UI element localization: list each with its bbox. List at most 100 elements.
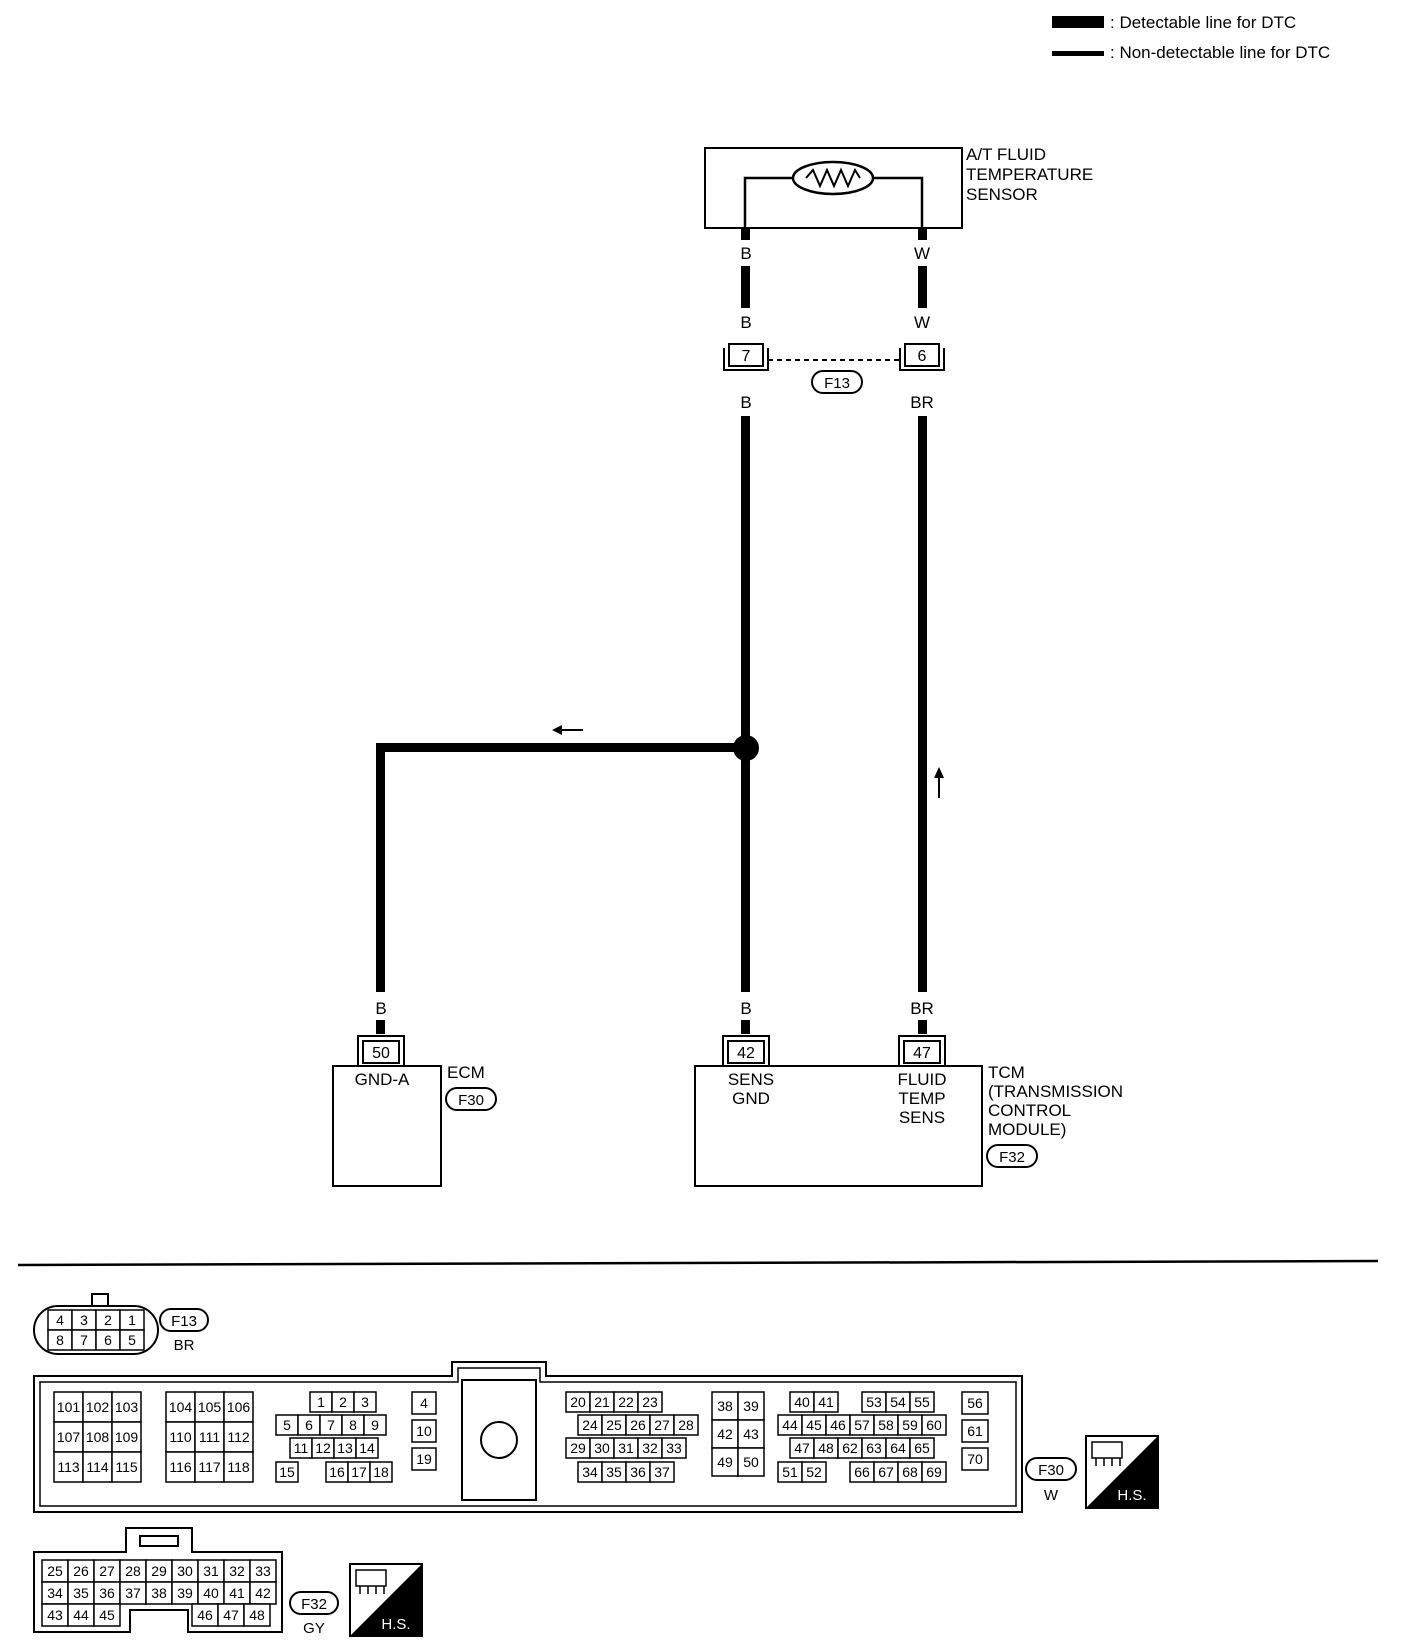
tcm-terminal-a-line-2: GND [732,1089,770,1108]
tcm-label-line-4: MODULE) [988,1120,1066,1139]
ecm-box [332,1065,442,1187]
f13-view-tag [159,1308,209,1332]
connector-pin-number: 33 [255,1563,271,1579]
connector-pin-number: 46 [830,1417,846,1433]
f13-view-body [33,1305,159,1355]
connector-pin-cell [369,1461,393,1483]
connector-pin-number: 49 [717,1454,733,1470]
tcm-connector-name: F32 [999,1149,1025,1166]
connector-pin-number: 23 [642,1394,658,1410]
tcm-wire-stub-a [741,1020,750,1034]
connector-pin-number: 61 [967,1423,983,1439]
splice-junction [733,735,759,761]
connector-pin-number: 27 [654,1417,670,1433]
connector-pin-number: 40 [794,1394,810,1410]
connector-pin-cell [53,1421,84,1453]
connector-pin-number: 64 [890,1440,906,1456]
connector-pin-cell [411,1447,437,1471]
tcm-pin-47: 47 [913,1045,931,1062]
connector-pin-number: 114 [86,1459,109,1475]
connector-pin-number: 2 [339,1394,347,1410]
connector-pin-number: 8 [349,1417,357,1433]
connector-pin-number: 60 [926,1417,942,1433]
connector-pin-number: 109 [115,1429,139,1445]
connector-pin-cell [275,1461,299,1483]
connector-pin-number: 29 [570,1440,586,1456]
connector-pin-number: 103 [115,1399,139,1415]
connector-pin-number: 39 [743,1398,759,1414]
connector-pin-number: 7 [327,1417,335,1433]
connector-pin-number: 46 [197,1607,213,1623]
connector-pin-cell [921,1461,947,1483]
f32-hs-label: H.S. [381,1616,410,1633]
f32-view-color: GY [303,1620,325,1637]
connector-pin-number: 26 [73,1563,89,1579]
wire-b-branch-horizontal [376,743,746,752]
connector-pin-number: 26 [630,1417,646,1433]
connector-pin-number: 54 [890,1394,906,1410]
connector-pin-number: 39 [177,1585,193,1601]
connector-pin-number: 110 [169,1429,192,1445]
f30-view-tag [1025,1457,1077,1481]
connector-pin-cell [53,1451,84,1483]
tcm-wire-label-b: BR [910,999,934,1018]
connector-pin-number: 37 [654,1464,670,1480]
f32-view-tag [289,1591,339,1615]
f13-pin-6-housing [899,348,945,371]
connector-pin-number: 20 [570,1394,586,1410]
connector-pin-number: 16 [329,1464,345,1480]
connector-pin-number: 27 [99,1563,115,1579]
tcm-label-line-1: TCM [988,1063,1025,1082]
ecm-connector-tag [445,1087,497,1111]
wire-br-f13-to-tcm [918,416,927,992]
f32-view-latch [139,1535,179,1547]
connector-pin-number: 6 [104,1332,112,1348]
wire-w-sensor-to-f13 [918,266,927,308]
connector-pin-number: 70 [967,1451,983,1467]
connector-pin-number: 28 [678,1417,694,1433]
resistor-zigzag [805,167,861,189]
arrow-up [934,767,944,798]
legend-non-detectable-text: : Non-detectable line for DTC [1110,43,1330,62]
connector-pin-cell [194,1451,225,1483]
tcm-connector-tag [986,1144,1038,1168]
connector-pin-number: 117 [198,1459,221,1475]
connector-pin-number: 29 [151,1563,167,1579]
tcm-module: 42 47 SENS GND FLUID TEMP SENS TCM (TRAN… [694,1035,1123,1187]
connector-pin-number: 41 [229,1585,245,1601]
connector-pin-number: 5 [128,1332,136,1348]
sensor-terminal-right [918,228,927,240]
connector-pin-number: 116 [169,1459,192,1475]
connector-pin-cell [119,1329,145,1351]
connector-pin-number: 31 [618,1440,634,1456]
connector-pin-number: 36 [99,1585,115,1601]
connector-pin-cell [411,1391,437,1415]
f30-hs-icon: H.S. [1085,1435,1159,1509]
connector-pin-number: 8 [56,1332,64,1348]
connector-pin-number: 31 [203,1563,219,1579]
wire-b-sensor-to-f13 [741,266,750,308]
connector-pin-number: 2 [104,1312,112,1328]
f13-wire-label-left-top: B [740,313,751,332]
connector-pin-cell [673,1414,699,1436]
connector-pin-cell [353,1391,377,1413]
f30-view-color: W [1044,1487,1059,1504]
wire-b-junction-to-tcm [741,752,750,992]
connector-pin-number: 47 [223,1607,239,1623]
tcm-box [694,1065,983,1187]
connector-pin-number: 9 [371,1417,379,1433]
ecm-wire-label: B [375,999,386,1018]
connector-pin-number: 1 [317,1394,325,1410]
f13-connector-tag [811,370,863,394]
connector-pin-number: 15 [279,1464,295,1480]
f30-view-name: F30 [1038,1462,1064,1479]
connector-pin-number: 118 [227,1459,250,1475]
sensor-label-line-2: TEMPERATURE [966,165,1093,184]
connector-pin-cell [909,1391,935,1413]
f13-joint-connector: 7 6 F13 B BR [723,343,945,412]
